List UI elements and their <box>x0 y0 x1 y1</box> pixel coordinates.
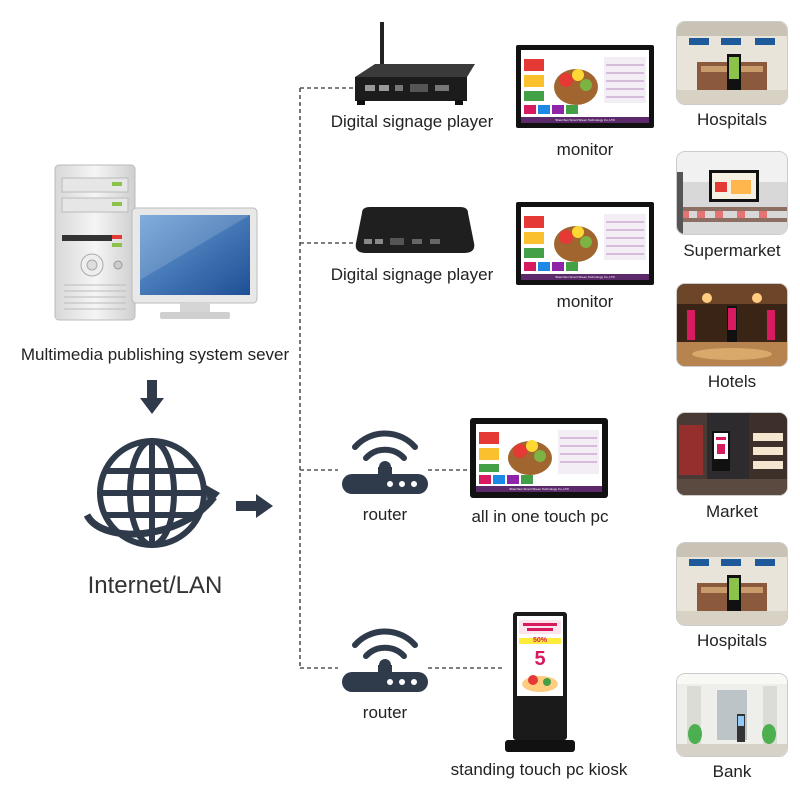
company-text-2: Shenzhen Smart Sheen Technology Co.,LTD <box>555 275 615 279</box>
server-label: Multimedia publishing system sever <box>20 345 290 364</box>
monitor-screen-1: Shenzhen Smart Sheen Technology Co.,LTD <box>516 45 654 128</box>
network-label: Internet/LAN <box>87 572 223 599</box>
location-photo-hotels <box>677 284 787 366</box>
location-label-5: Hospitals <box>697 631 767 650</box>
location-photo-hospitals <box>677 22 787 104</box>
router-icon <box>342 430 428 494</box>
location-label-2: Supermarket <box>683 241 781 260</box>
location-photo-supermarket <box>677 152 787 234</box>
display-label-1: monitor <box>556 140 614 159</box>
arrow-down-icon <box>140 380 164 414</box>
location-photo-hospitals-2 <box>677 543 787 625</box>
display-label-4: standing touch pc kiosk <box>450 760 628 779</box>
screen-graphic-1 <box>516 45 654 128</box>
router-icon-2 <box>342 628 428 692</box>
location-photo-bank <box>677 674 787 756</box>
all-in-one-pc-screen: Shenzhen Smart Sheen Technology Co.,LTD <box>470 418 608 498</box>
device-label-2: Digital signage player <box>330 265 494 284</box>
location-label-4: Market <box>706 502 758 521</box>
location-label-6: Bank <box>712 762 752 781</box>
display-label-3: all in one touch pc <box>471 507 609 526</box>
kiosk-graphic <box>505 612 575 752</box>
device-label-1: Digital signage player <box>330 112 494 131</box>
standing-kiosk: 50% 5 <box>505 612 575 752</box>
kiosk-discount: 50% <box>532 637 547 644</box>
screen-graphic-3 <box>470 418 608 498</box>
signage-player-box-icon <box>355 207 475 253</box>
server-computer-icon <box>54 164 258 321</box>
location-photo-market <box>677 413 787 495</box>
arrow-right-icon <box>236 494 273 518</box>
screen-graphic-2 <box>516 202 654 285</box>
device-label-4: router <box>362 703 408 722</box>
monitor-screen-2: Shenzhen Smart Sheen Technology Co.,LTD <box>516 202 654 285</box>
signage-player-antenna-icon <box>355 22 475 105</box>
kiosk-number: 5 <box>534 648 546 670</box>
display-label-2: monitor <box>556 292 614 311</box>
location-label-3: Hotels <box>707 372 757 391</box>
company-text-1: Shenzhen Smart Sheen Technology Co.,LTD <box>555 118 615 122</box>
location-label-1: Hospitals <box>697 110 767 129</box>
globe-icon <box>83 438 220 548</box>
company-text-3: Shenzhen Smart Sheen Technology Co.,LTD <box>509 487 569 491</box>
device-label-3: router <box>362 505 408 524</box>
